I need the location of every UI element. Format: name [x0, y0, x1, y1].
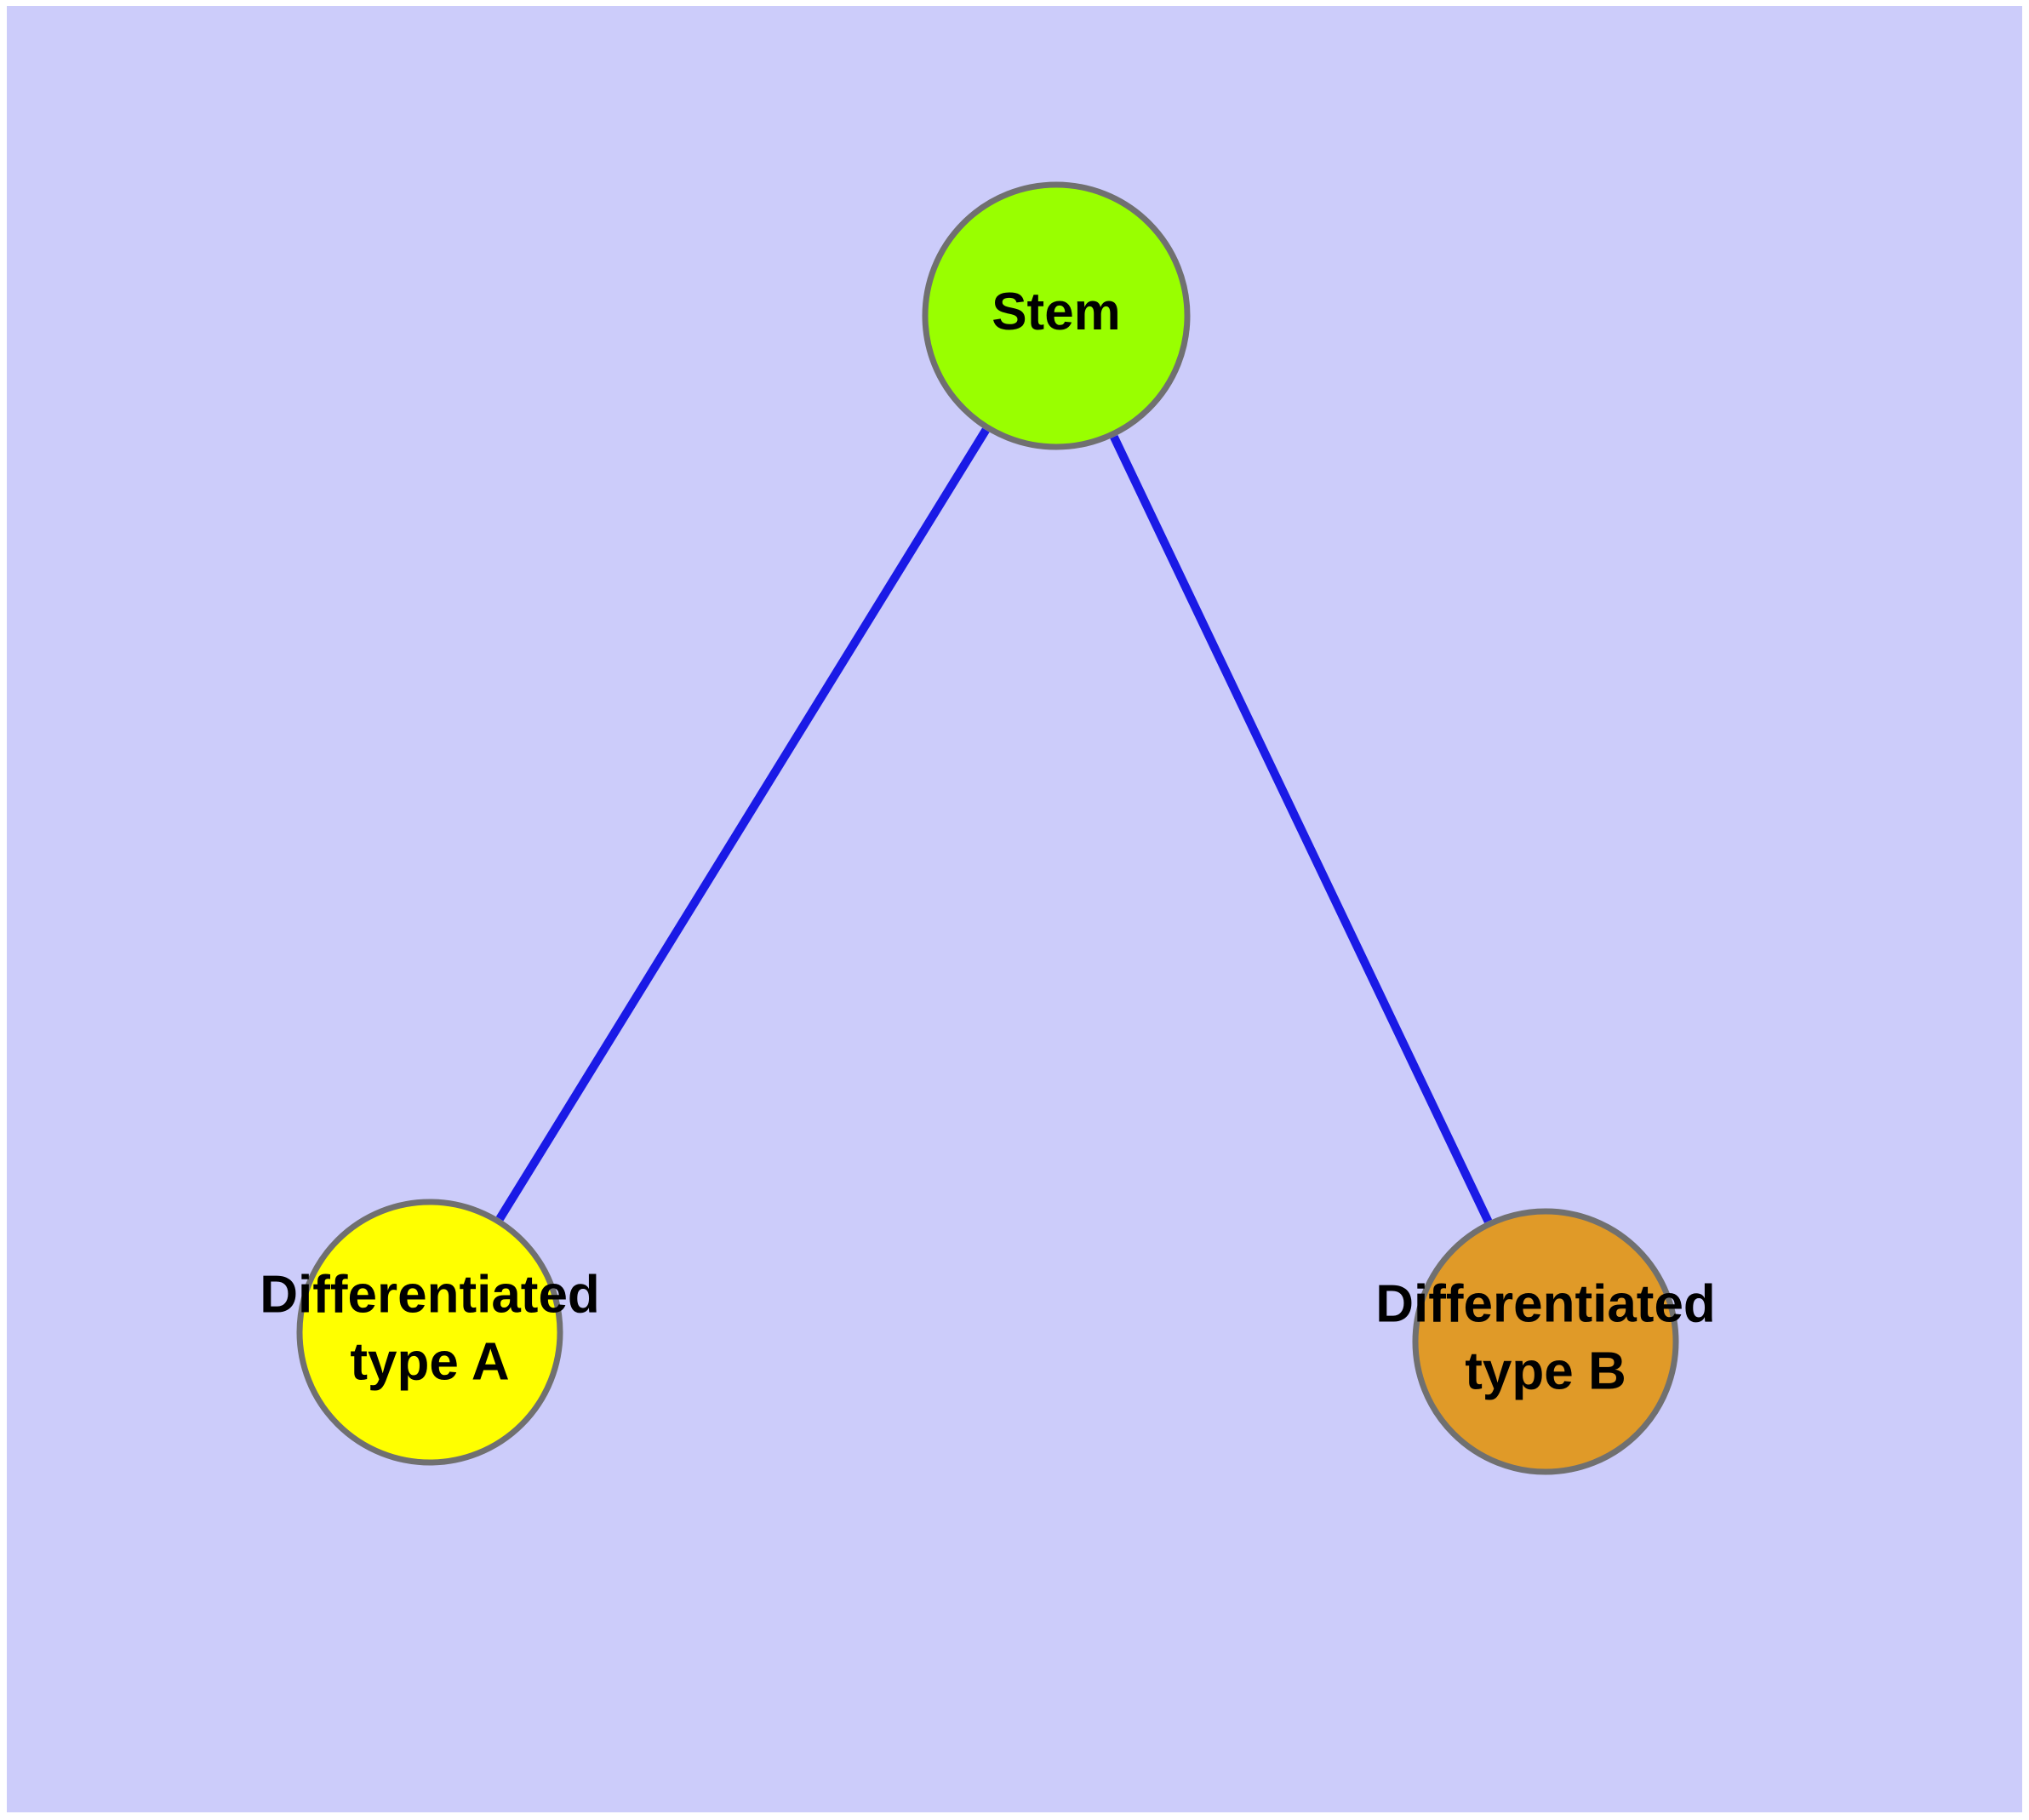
node-differentiated-type-b-label: Differentiated type B	[1375, 1275, 1716, 1401]
node-label-line: type A	[350, 1333, 509, 1392]
node-differentiated-type-a[interactable]: Differentiated type A	[260, 1199, 600, 1466]
node-layer: Stem Differentiated type A Differentiated…	[260, 181, 1716, 1475]
node-differentiated-type-b[interactable]: Differentiated type B	[1375, 1208, 1716, 1475]
node-differentiated-type-b-circle[interactable]	[1412, 1208, 1679, 1475]
node-label-line: type B	[1465, 1342, 1626, 1401]
node-stem-circle[interactable]	[922, 181, 1191, 450]
edge-stem-to-differentiated-type-a[interactable]	[495, 427, 990, 1222]
node-label-line: Differentiated	[260, 1266, 600, 1325]
node-label-line: Stem	[992, 283, 1121, 341]
node-label-line: Differentiated	[1375, 1275, 1716, 1334]
node-differentiated-type-a-circle[interactable]	[296, 1199, 563, 1466]
node-stem[interactable]: Stem	[922, 181, 1191, 450]
edge-stem-to-differentiated-type-b[interactable]	[1110, 434, 1493, 1223]
node-stem-label: Stem	[992, 283, 1121, 341]
edge-layer	[495, 427, 1493, 1223]
node-differentiated-type-a-label: Differentiated type A	[260, 1266, 600, 1392]
